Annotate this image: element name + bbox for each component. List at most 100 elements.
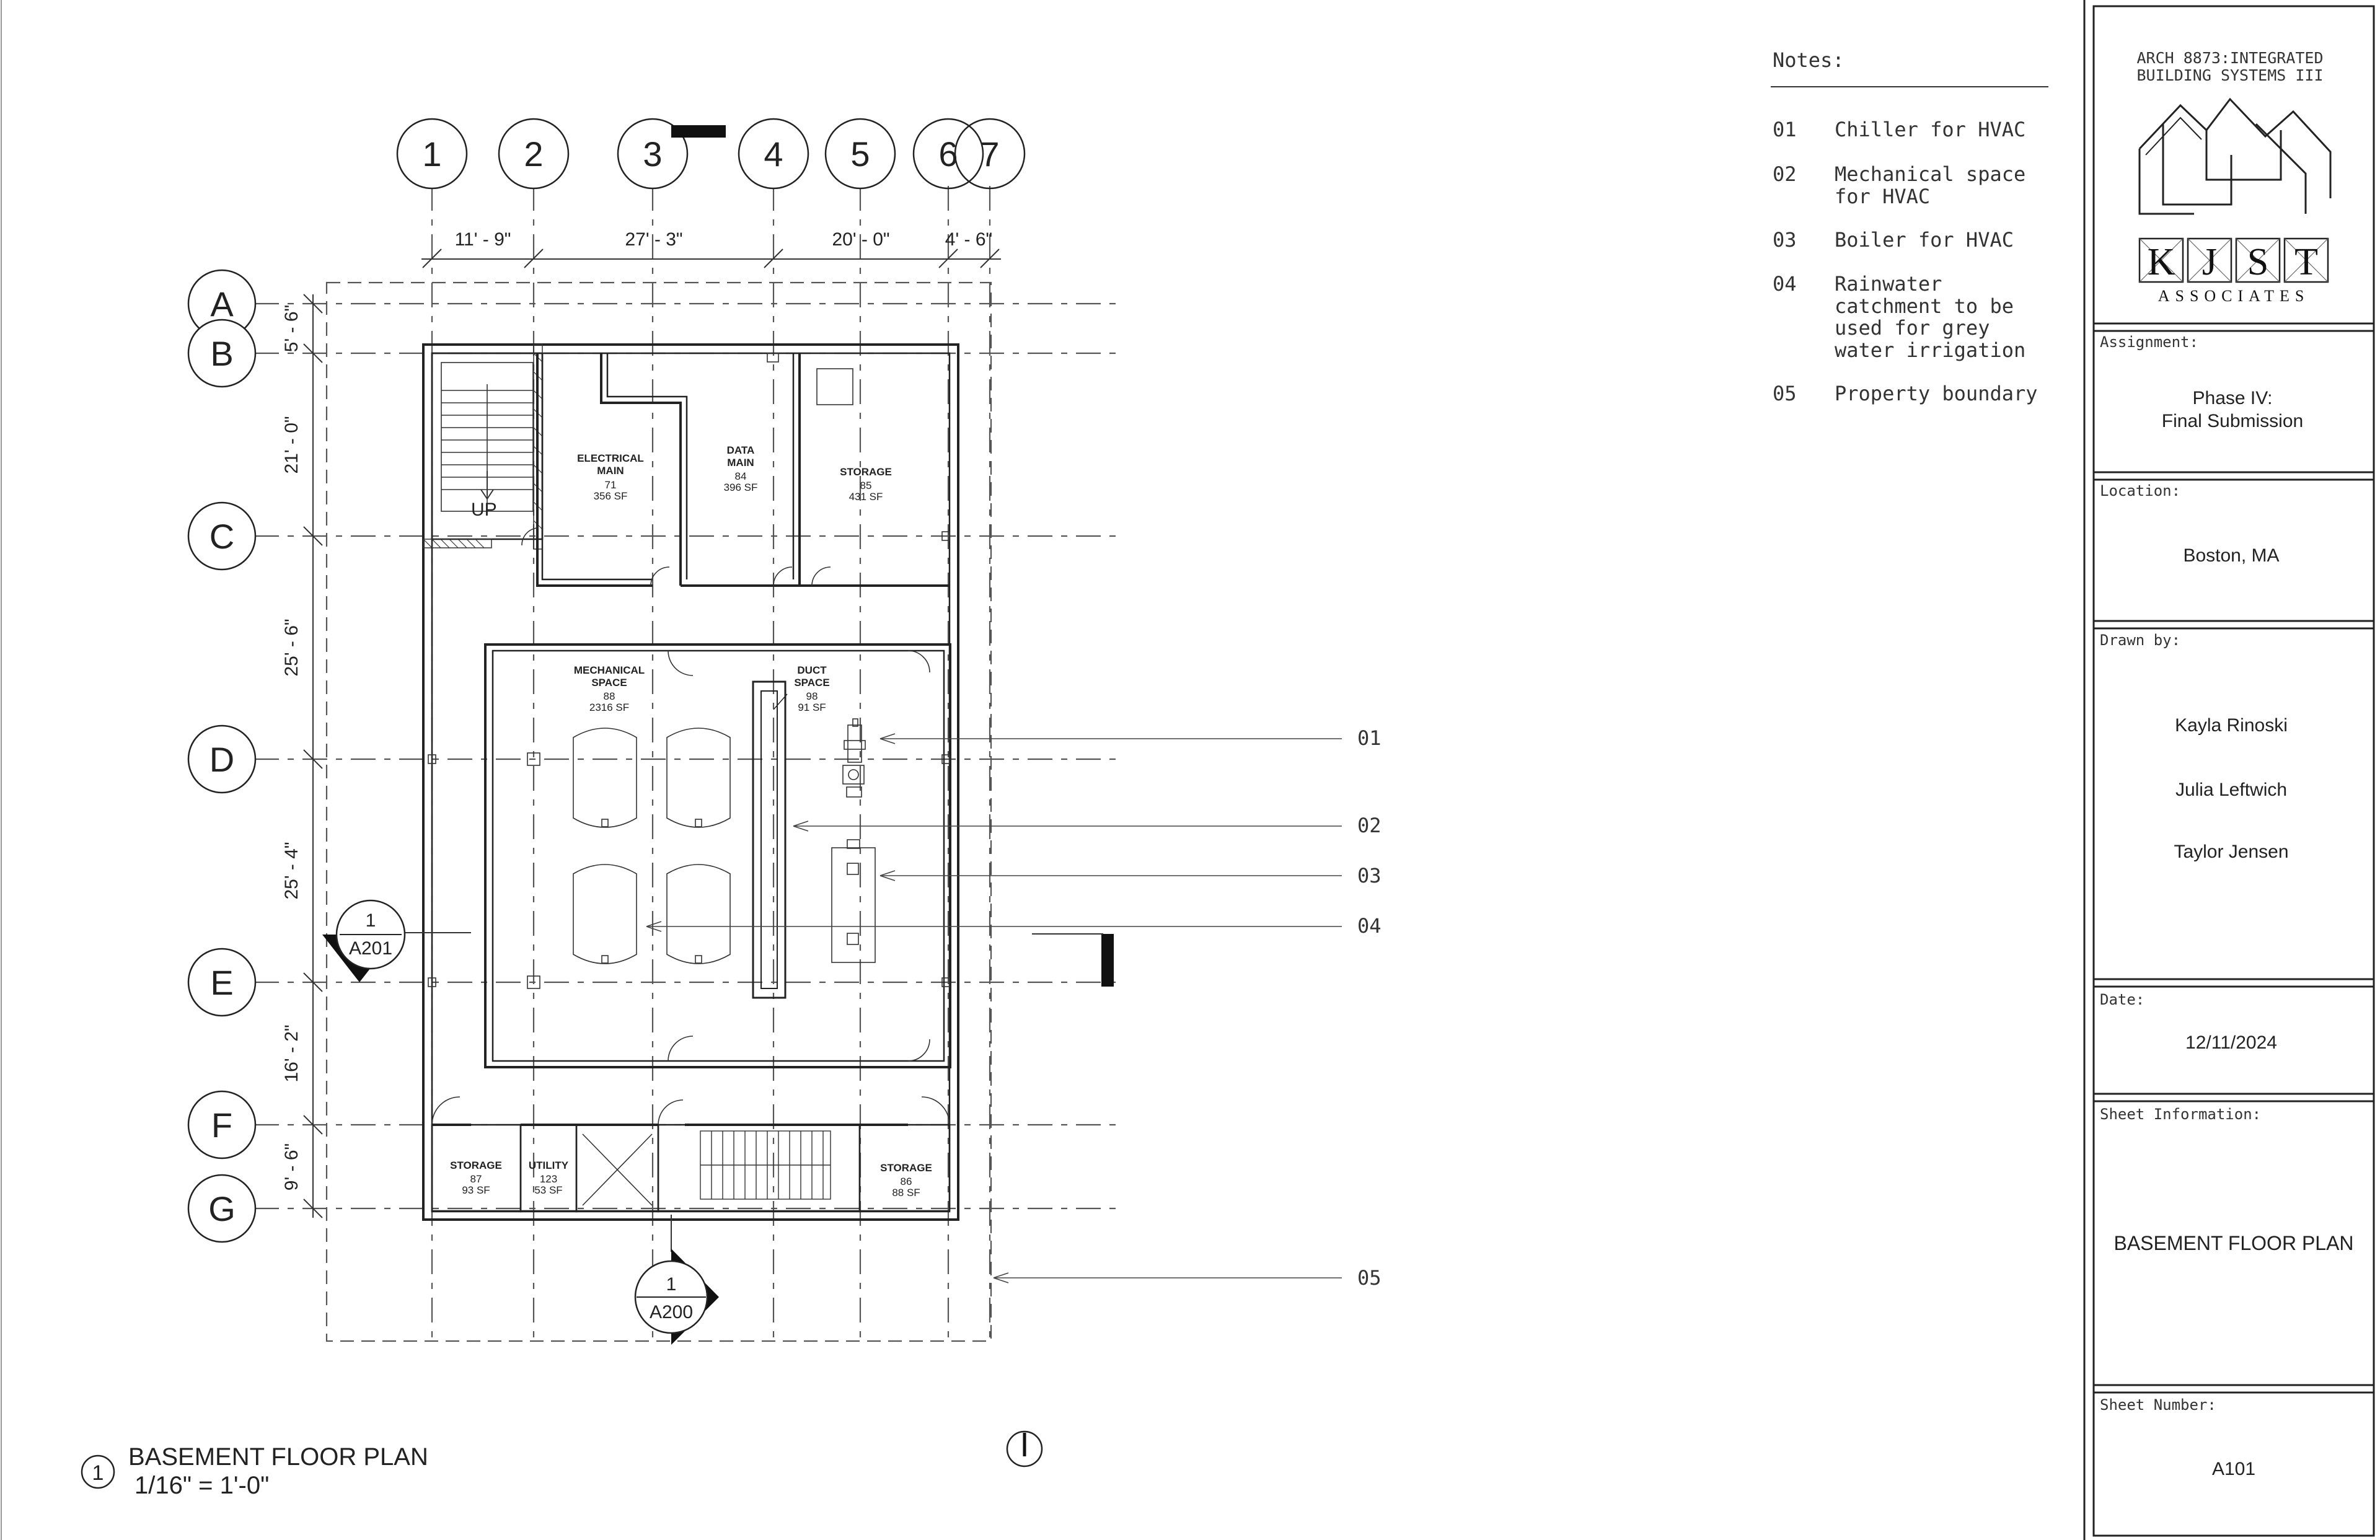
course-line-1: ARCH 8873:INTEGRATED	[2136, 49, 2323, 67]
grid-row-e: E	[210, 963, 233, 1002]
course-line-2: BUILDING SYSTEMS III	[2136, 66, 2323, 84]
room-tag-duct-space: DUCT SPACE 98 91 SF	[794, 664, 829, 713]
svg-text:MECHANICAL: MECHANICAL	[574, 664, 645, 676]
svg-text:ELECTRICAL: ELECTRICAL	[577, 452, 644, 464]
svg-text:04: 04	[1773, 272, 1797, 296]
svg-text:431 SF: 431 SF	[849, 491, 883, 503]
grid-col-1: 1	[422, 134, 441, 174]
dim-row-e-f: 16' - 2"	[281, 1024, 302, 1082]
dim-row-a-b: 5' - 6"	[281, 305, 302, 352]
dim-col-6-7: 4' - 6"	[945, 229, 992, 250]
chiller-equipment	[842, 718, 866, 798]
drawn-by-3: Taylor Jensen	[2174, 842, 2288, 862]
view-title: 1 BASEMENT FLOOR PLAN 1/16" = 1'-0"	[81, 1443, 428, 1499]
assignment-line-1: Phase IV:	[2193, 388, 2273, 408]
dim-row-c-d: 25' - 6"	[281, 618, 302, 676]
section-a200-number: 1	[666, 1274, 677, 1295]
svg-text:Chiller for HVAC: Chiller for HVAC	[1835, 118, 2025, 141]
svg-text:88: 88	[604, 690, 615, 702]
svg-text:87: 87	[470, 1173, 482, 1185]
title-block-fields: Assignment: Phase IV: Final Submission L…	[2100, 333, 2354, 1479]
dim-row-f-g: 9' - 6"	[281, 1143, 302, 1190]
room-tag-mechanical-space: MECHANICAL SPACE 88 2316 SF	[574, 664, 645, 713]
svg-text:84: 84	[735, 470, 747, 482]
svg-text:catchment to be: catchment to be	[1835, 294, 2014, 318]
room-tag-utility: UTILITY 123 53 SF	[529, 1159, 569, 1196]
dim-row-d-e: 25' - 4"	[281, 842, 302, 899]
drawn-by-1: Kayla Rinoski	[2175, 715, 2288, 736]
grid-col-7: 7	[980, 134, 999, 174]
svg-text:water irrigation: water irrigation	[1835, 338, 2025, 362]
view-title-text: BASEMENT FLOOR PLAN	[128, 1443, 428, 1471]
keynote-tag-01: 01	[1357, 726, 1382, 750]
svg-text:93 SF: 93 SF	[462, 1184, 490, 1196]
location-value: Boston, MA	[2183, 545, 2279, 566]
svg-text:used for grey: used for grey	[1835, 316, 1990, 340]
view-number: 1	[92, 1461, 104, 1485]
logo-letter-j: J	[2202, 241, 2217, 283]
room-tag-storage-85: STORAGE 85 431 SF	[840, 466, 892, 503]
row-dimension-string: 5' - 6" 21' - 0" 25' - 6" 25' - 4" 16' -…	[281, 294, 323, 1218]
grid-col-3: 3	[643, 134, 662, 174]
date-label: Date:	[2100, 991, 2144, 1008]
stair-up-label: UP	[471, 499, 497, 520]
assignment-line-2: Final Submission	[2162, 411, 2303, 431]
grid-lines	[254, 186, 1116, 1342]
dim-col-4-6: 20' - 0"	[832, 229, 889, 250]
drawn-by-label: Drawn by:	[2100, 631, 2180, 649]
section-a201-number: 1	[366, 910, 376, 931]
keynote-leaders	[646, 733, 1342, 1283]
drawn-by-2: Julia Leftwich	[2175, 780, 2287, 800]
grid-col-4: 4	[764, 134, 783, 174]
logo-letter-s: S	[2247, 241, 2268, 283]
svg-text:SPACE: SPACE	[591, 677, 627, 689]
notes-panel: Notes: 01 Chiller for HVAC 02 Mechanical…	[1771, 48, 2048, 405]
sheet-number-value: A101	[2212, 1459, 2255, 1479]
grid-row-a: A	[210, 284, 234, 323]
note-03: 03 Boiler for HVAC	[1773, 228, 2014, 252]
svg-text:88 SF: 88 SF	[892, 1187, 920, 1199]
north-arrow-icon	[1006, 1430, 1043, 1467]
grid-row-g: G	[208, 1189, 236, 1228]
keynote-tags: 01 02 03 04 05	[1357, 726, 1382, 1290]
svg-text:123: 123	[540, 1173, 557, 1185]
section-a201-sheet: A201	[349, 938, 392, 959]
logo-letter-t: T	[2294, 241, 2318, 283]
dim-row-b-c: 21' - 0"	[281, 416, 302, 473]
room-tag-storage-87: STORAGE 87 93 SF	[450, 1159, 502, 1196]
svg-text:03: 03	[1773, 228, 1797, 252]
section-marker-a201[interactable]: 1 A201	[322, 899, 471, 982]
svg-text:53 SF: 53 SF	[534, 1184, 562, 1196]
svg-text:Mechanical space: Mechanical space	[1835, 162, 2025, 186]
svg-text:98: 98	[806, 690, 818, 702]
column-grid-bubbles: 1 2 3 4 5 6 7	[396, 118, 1026, 190]
svg-text:86: 86	[901, 1176, 912, 1187]
svg-text:SPACE: SPACE	[794, 677, 829, 689]
view-scale: 1/16" = 1'-0"	[134, 1472, 269, 1499]
note-05: 05 Property boundary	[1773, 382, 2038, 405]
room-tag-data-main: DATA MAIN 84 396 SF	[724, 444, 758, 493]
grid-col-5: 5	[850, 134, 870, 174]
svg-text:STORAGE: STORAGE	[450, 1159, 502, 1171]
svg-text:STORAGE: STORAGE	[880, 1162, 932, 1174]
svg-text:91 SF: 91 SF	[798, 702, 826, 713]
grid-row-c: C	[209, 517, 234, 556]
svg-text:05: 05	[1773, 382, 1797, 405]
grid-col-2: 2	[524, 134, 543, 174]
svg-text:STORAGE: STORAGE	[840, 466, 892, 478]
row-grid-bubbles: A B C D E F G	[187, 269, 257, 1243]
kjst-logo: K J S T ASSOCIATES	[2138, 97, 2332, 305]
title-block	[2083, 0, 2375, 1540]
svg-text:356 SF: 356 SF	[594, 490, 628, 502]
rainwater-tanks	[573, 728, 731, 964]
keynote-tag-04: 04	[1357, 914, 1382, 938]
sheet-info-label: Sheet Information:	[2100, 1106, 2261, 1123]
section-marker-a200[interactable]: 1 A200	[634, 1215, 719, 1345]
grid-row-f: F	[211, 1106, 232, 1145]
svg-text:Property boundary: Property boundary	[1835, 382, 2038, 405]
grid-row-d: D	[209, 740, 234, 779]
property-boundary	[325, 281, 992, 1342]
svg-text:71: 71	[605, 479, 617, 491]
keynote-tag-02: 02	[1357, 814, 1382, 837]
